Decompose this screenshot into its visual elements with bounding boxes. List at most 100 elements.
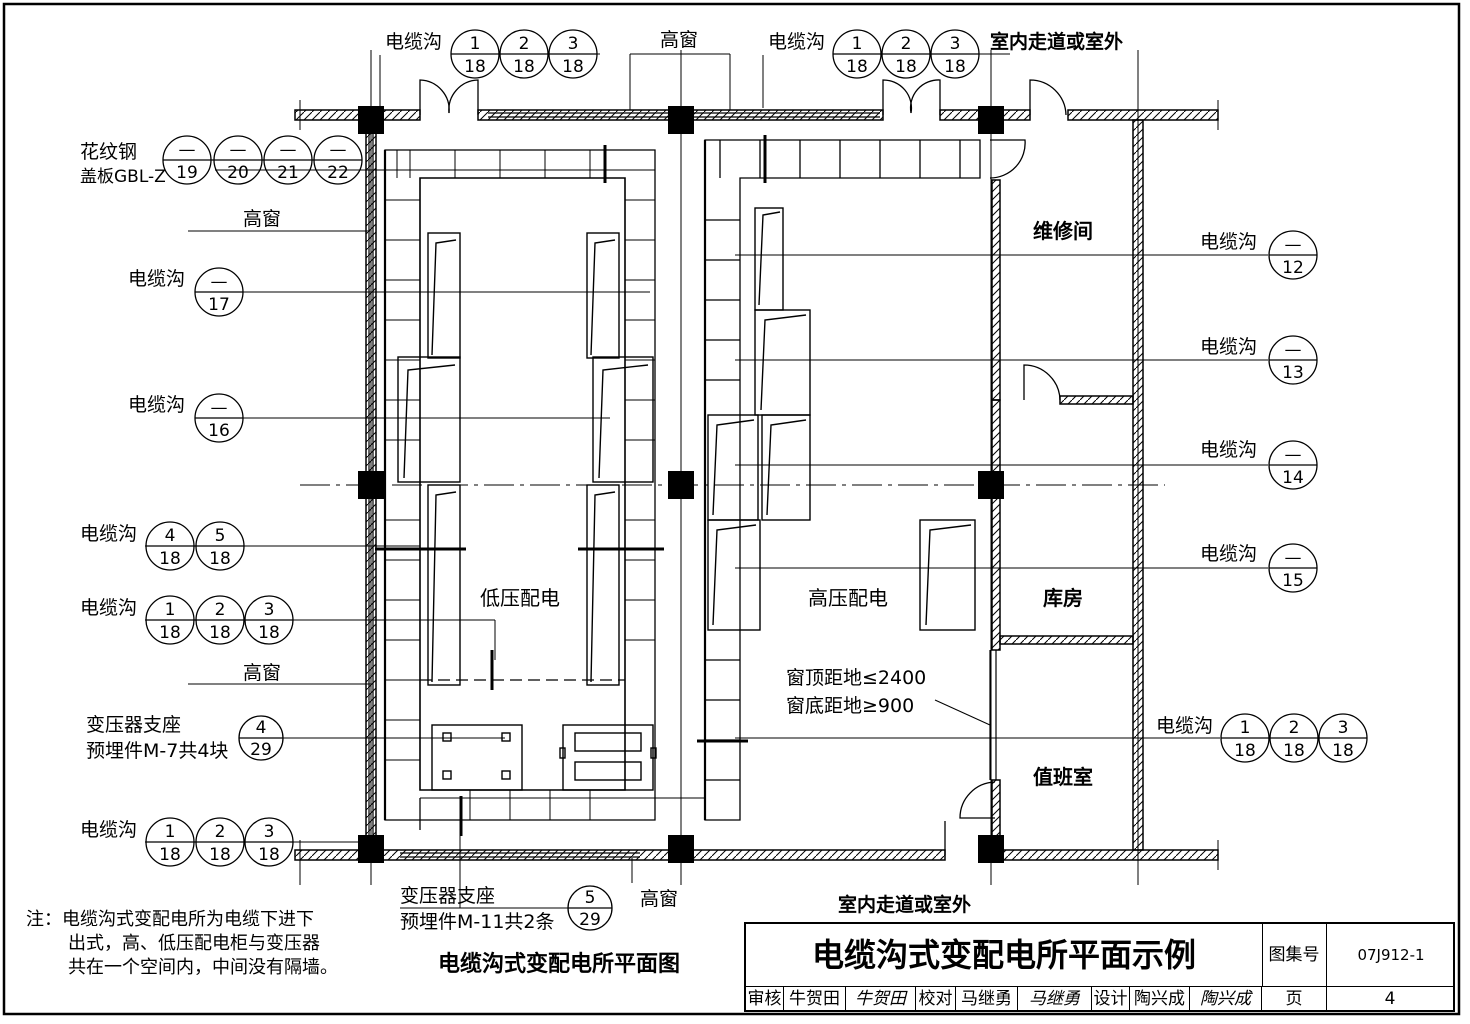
svg-text:18: 18 [1332, 741, 1354, 761]
atlas-label: 图集号 [1262, 924, 1327, 987]
svg-text:1: 1 [165, 600, 176, 620]
svg-text:—: — [1285, 235, 1302, 255]
label-pattern-steel: 花纹钢 [80, 141, 137, 163]
trench-rungs [385, 150, 655, 820]
svg-text:18: 18 [159, 549, 181, 569]
label-cable-trench-14: 电缆沟 [1200, 439, 1257, 461]
svg-text:18: 18 [209, 845, 231, 865]
review-signature: 牛贺田 [846, 987, 916, 1012]
svg-text:20: 20 [227, 163, 249, 183]
svg-text:—: — [230, 140, 247, 160]
review-label: 审核 [746, 987, 784, 1012]
label-embed-m7: 预埋件M-7共4块 [86, 740, 228, 762]
note-line-2: 出式，高、低压配电柜与变压器 [68, 933, 320, 954]
svg-text:5: 5 [215, 526, 226, 546]
label-transformer-seat-2: 变压器支座 [400, 885, 495, 907]
room-low-voltage: 低压配电 [480, 586, 560, 610]
label-cable-trench-top-left: 电缆沟 [385, 31, 442, 53]
design-name: 陶兴成 [1130, 987, 1190, 1012]
label-cable-trench-1-3-mid: 电缆沟 [80, 597, 137, 619]
svg-text:18: 18 [1234, 741, 1256, 761]
cover-plates [375, 135, 767, 836]
check-name: 马继勇 [956, 987, 1018, 1012]
page-number: 4 [1384, 989, 1396, 1009]
svg-text:13: 13 [1282, 363, 1304, 383]
signature-row: 审核 牛贺田 牛贺田 校对 马继勇 马继勇 设计 陶兴成 陶兴成 页 4 [746, 987, 1453, 1012]
svg-text:4: 4 [165, 526, 176, 546]
svg-text:29: 29 [250, 740, 272, 760]
svg-text:1: 1 [852, 34, 863, 54]
svg-text:2: 2 [215, 600, 226, 620]
review-name: 牛贺田 [784, 987, 846, 1012]
svg-text:18: 18 [258, 845, 280, 865]
atlas-number: 07J912-1 [1327, 924, 1455, 987]
drawing-note: 注：电缆沟式变配电所为电缆下进下 出式，高、低压配电柜与变压器 共在一个空间内，… [26, 908, 386, 980]
svg-text:22: 22 [327, 163, 349, 183]
svg-text:1: 1 [470, 34, 481, 54]
svg-text:5: 5 [585, 888, 596, 908]
check-signature: 马继勇 [1018, 987, 1092, 1012]
note-line-3: 共在一个空间内，中间没有隔墙。 [68, 957, 338, 978]
doors [419, 79, 1067, 855]
svg-text:15: 15 [1282, 571, 1304, 591]
label-cable-trench-15: 电缆沟 [1200, 543, 1257, 565]
label-cable-trench-16: 电缆沟 [128, 394, 185, 416]
design-signature: 陶兴成 [1190, 987, 1262, 1012]
room-warehouse: 库房 [1043, 586, 1083, 610]
svg-text:18: 18 [209, 623, 231, 643]
svg-text:—: — [211, 398, 228, 418]
room-high-voltage: 高压配电 [808, 586, 888, 610]
svg-text:—: — [330, 140, 347, 160]
check-label: 校对 [916, 987, 956, 1012]
svg-text:2: 2 [519, 34, 530, 54]
room-maintenance: 维修间 [1033, 219, 1093, 243]
svg-text:18: 18 [1283, 741, 1305, 761]
label-high-window-bottom: 高窗 [640, 888, 678, 910]
label-cover-plate: 盖板GBL-Z [80, 167, 166, 187]
reference-numbers: 118 218 318 118 218 318 —19 —20 —21 —22 … [159, 34, 1354, 930]
page-label: 页 [1262, 987, 1327, 1012]
svg-text:16: 16 [208, 421, 230, 441]
svg-text:18: 18 [846, 57, 868, 77]
room-names: 维修间 库房 值班室 低压配电 高压配电 [480, 219, 1093, 789]
svg-text:2: 2 [901, 34, 912, 54]
note-line-1: 注：电缆沟式变配电所为电缆下进下 [26, 909, 314, 930]
label-cable-trench-4-5: 电缆沟 [80, 523, 137, 545]
svg-text:18: 18 [562, 57, 584, 77]
title-block: 电缆沟式变配电所平面示例 图集号 07J912-1 审核 牛贺田 牛贺田 校对 … [744, 922, 1455, 1012]
label-embed-m11: 预埋件M-11共2条 [400, 911, 555, 933]
label-cable-trench-17: 电缆沟 [128, 268, 185, 290]
svg-text:—: — [211, 272, 228, 292]
svg-text:18: 18 [209, 549, 231, 569]
label-corridor-bottom: 室内走道或室外 [838, 893, 971, 916]
svg-text:18: 18 [258, 623, 280, 643]
plan-subtitle: 电缆沟式变配电所平面图 [438, 952, 681, 977]
label-cable-trench-right-1-3: 电缆沟 [1156, 715, 1213, 737]
svg-text:29: 29 [579, 910, 601, 930]
label-cable-trench-13: 电缆沟 [1200, 336, 1257, 358]
svg-text:—: — [1285, 340, 1302, 360]
svg-text:1: 1 [165, 822, 176, 842]
svg-text:3: 3 [950, 34, 961, 54]
svg-text:—: — [1285, 445, 1302, 465]
svg-text:3: 3 [568, 34, 579, 54]
label-transformer-seat-1: 变压器支座 [86, 714, 181, 736]
svg-text:3: 3 [1338, 718, 1349, 738]
svg-text:2: 2 [215, 822, 226, 842]
axis-lines [299, 50, 1219, 885]
svg-text:14: 14 [1282, 468, 1304, 488]
svg-text:3: 3 [264, 600, 275, 620]
label-cable-trench-1-3-bottom: 电缆沟 [80, 819, 137, 841]
svg-text:18: 18 [944, 57, 966, 77]
label-window-top-height: 窗顶距地≤2400 [786, 667, 926, 689]
label-cable-trench-12: 电缆沟 [1200, 231, 1257, 253]
svg-text:1: 1 [1240, 718, 1251, 738]
svg-text:18: 18 [159, 623, 181, 643]
label-high-window-top: 高窗 [660, 29, 698, 51]
svg-text:3: 3 [264, 822, 275, 842]
svg-text:21: 21 [277, 163, 299, 183]
annotation-labels: 电缆沟 高窗 电缆沟 室内走道或室外 花纹钢 盖板GBL-Z 高窗 电缆沟 电缆… [80, 29, 1257, 933]
svg-text:—: — [1285, 548, 1302, 568]
